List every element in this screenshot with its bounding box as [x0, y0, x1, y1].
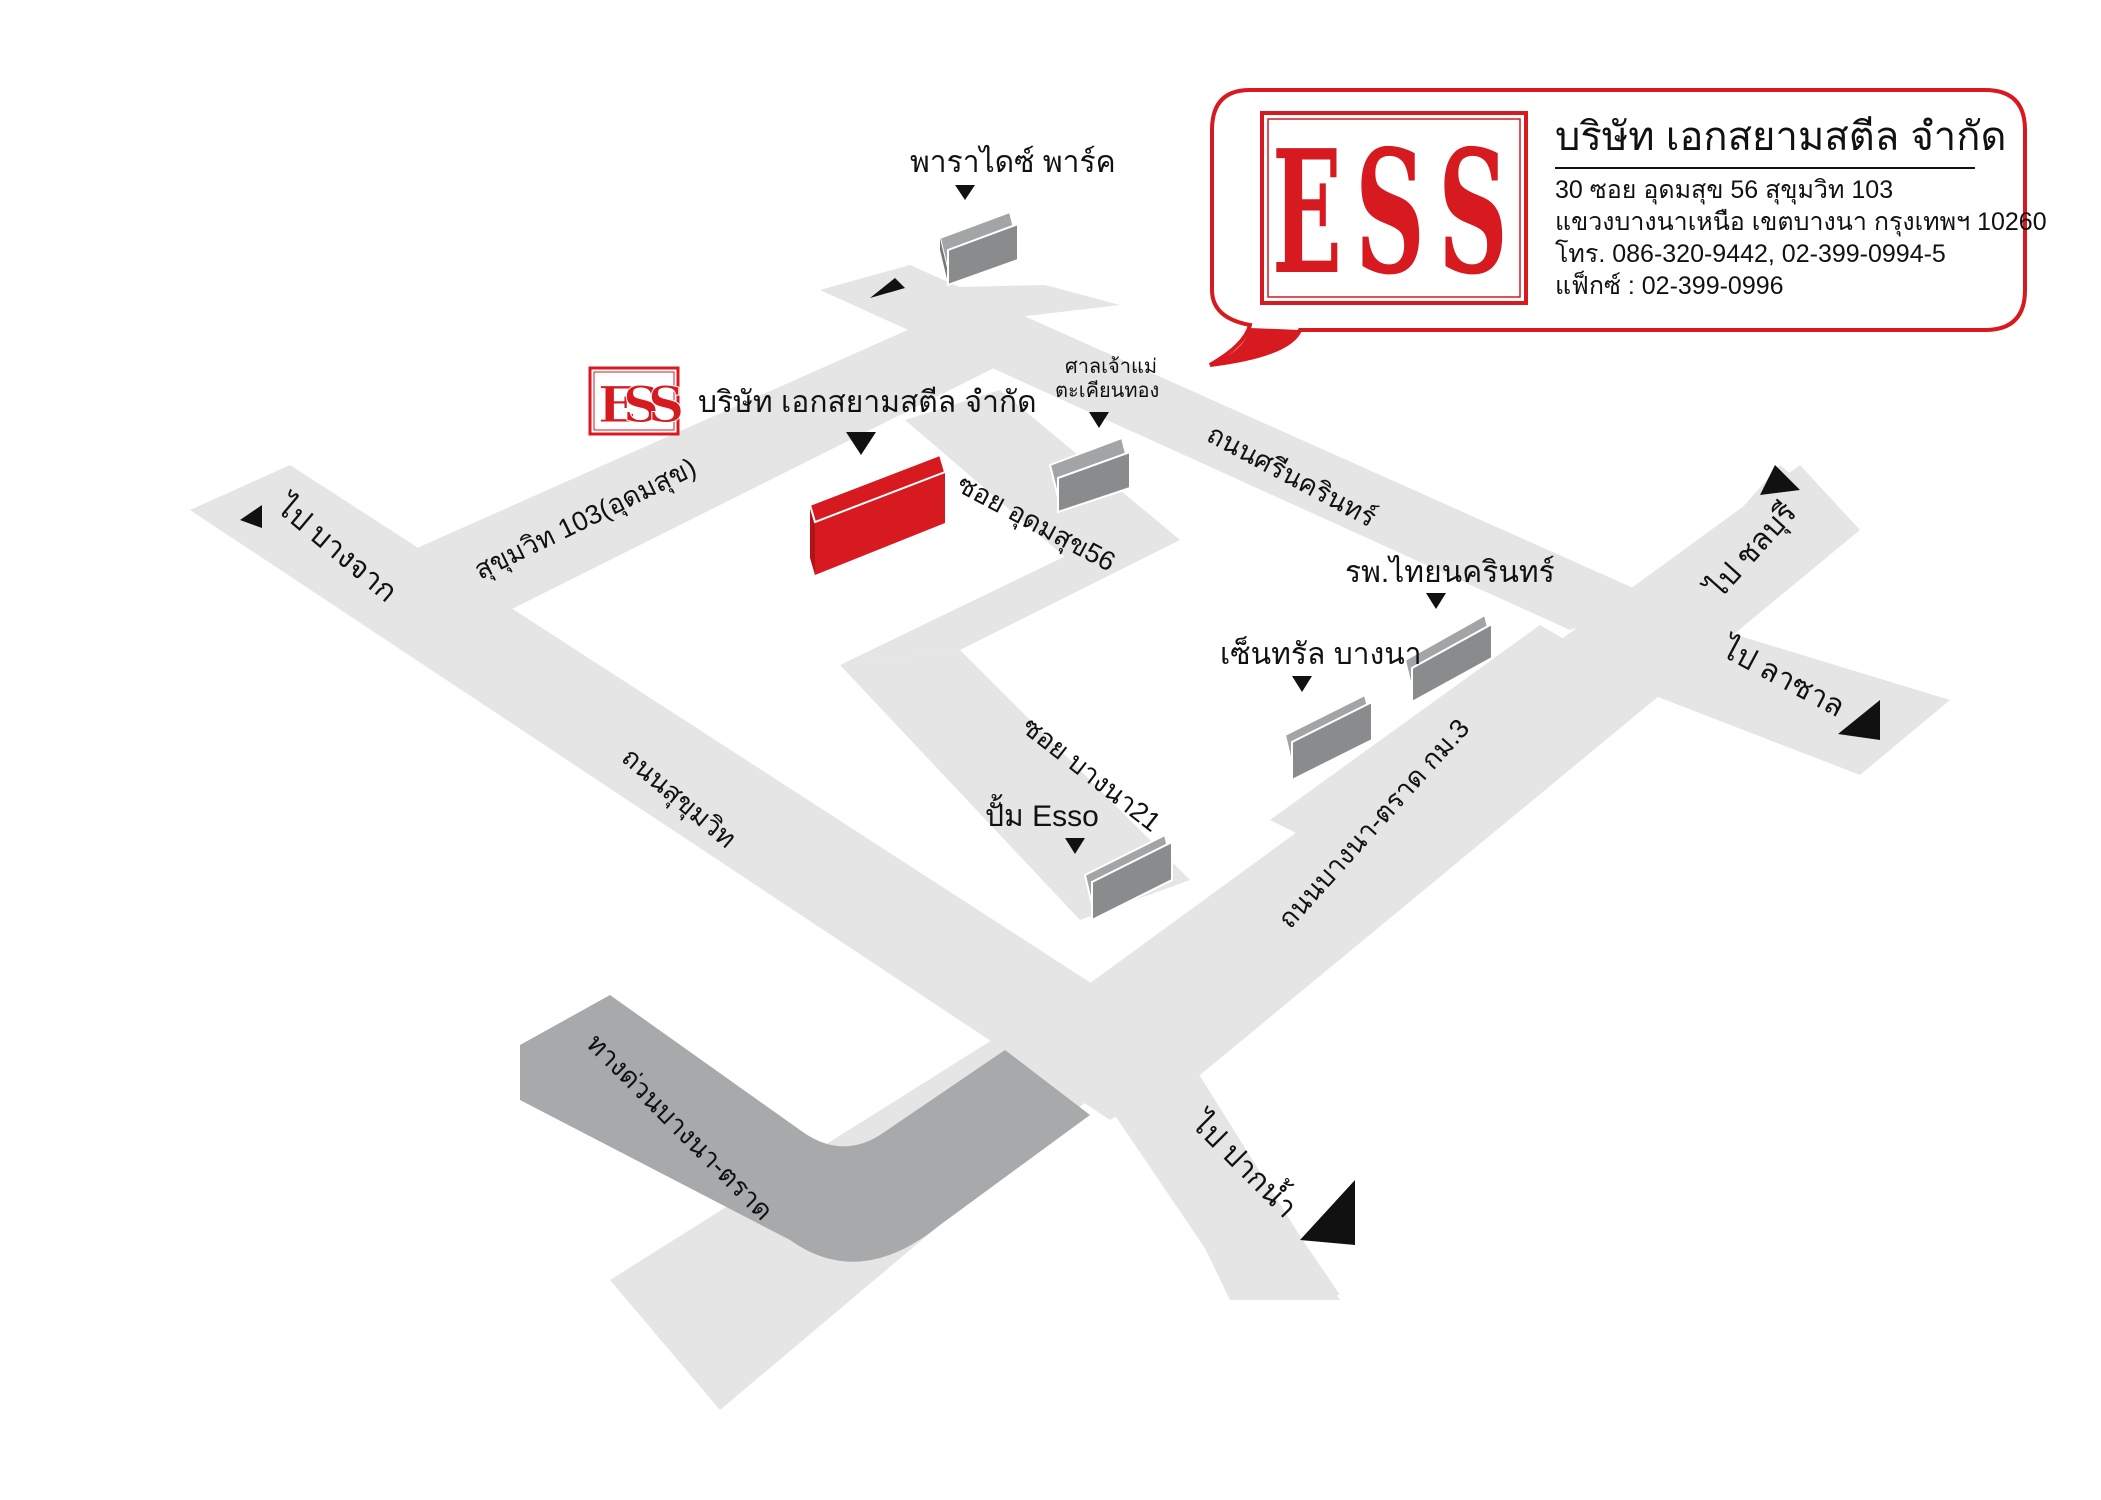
fax-line: แฟ็กซ์ : 02-399-0996	[1555, 270, 1784, 300]
direction-arrow-icon	[1838, 700, 1880, 740]
road-soi-bangna21-top	[840, 525, 1180, 665]
road-chonburi	[1700, 465, 1840, 600]
road-sukhumvit103-upper	[390, 320, 1040, 625]
road-bottom-tail	[1090, 1010, 1340, 1300]
logo-large-letter-2: S	[1355, 113, 1425, 313]
down-triangle-icon	[846, 432, 876, 455]
building-paradise-park	[938, 210, 1020, 287]
road-soi-udomsuk56	[905, 390, 1180, 570]
building-central	[1283, 693, 1374, 782]
down-triangle-icon	[955, 185, 975, 200]
buildings	[938, 210, 1494, 922]
logo-small-letter-2: S	[623, 375, 659, 434]
road-paradise-stub	[820, 285, 1120, 320]
place-labels: พาราไดซ์ พาร์ค ศาลเจ้าแม่ ตะเคียนทอง รพ.…	[698, 144, 1555, 833]
direction-arrow-icon	[240, 505, 262, 528]
label-shrine-line1: ศาลเจ้าแม่	[1065, 356, 1157, 378]
direction-arrow-icon	[1300, 1180, 1355, 1245]
road-bangna-trad	[1060, 465, 1860, 1075]
label-hospital: รพ.ไทยนครินทร์	[1345, 554, 1555, 589]
down-triangle-icon	[1292, 676, 1312, 692]
road-sukhumvit	[190, 465, 1210, 1120]
company-info-card: E S S บริษัท เอกสยามสตีล จำกัด 30 ซอย อุ…	[1209, 88, 2047, 367]
building-hospital	[1403, 613, 1494, 704]
building-shrine	[1048, 436, 1132, 514]
phone-line: โทร. 086-320-9442, 02-399-0994-5	[1555, 239, 1946, 268]
label-esso: ปั้ม Esso	[985, 794, 1099, 833]
road-srinakarin	[820, 265, 1660, 630]
logo-large-letter-1: E	[1272, 113, 1342, 313]
road-srinakarin-lower	[1270, 625, 1600, 855]
label-shrine-line2: ตะเคียนทอง	[1055, 380, 1159, 402]
address-line-1: 30 ซอย อุดมสุข 56 สุขุมวิท 103	[1555, 176, 1893, 205]
logo-small-letter-1: E	[598, 375, 636, 434]
down-triangle-icon	[1065, 838, 1085, 854]
down-triangle-icon	[1426, 593, 1446, 609]
direction-arrows	[240, 465, 1880, 1245]
direction-arrow-icon	[870, 278, 905, 298]
direction-arrow-icon	[1760, 465, 1800, 495]
building-esso	[1083, 833, 1174, 922]
road-network	[190, 265, 1950, 1410]
label-central: เซ็นทรัล บางนา	[1220, 635, 1422, 671]
label-paradise-park: พาราไดซ์ พาร์ค	[910, 144, 1116, 179]
logo-small-letter-3: S	[648, 375, 684, 434]
address-line-2: แขวงบางนาเหนือ เขตบางนา กรุงเทพฯ 10260	[1555, 208, 2047, 237]
company-name: บริษัท เอกสยามสตีล จำกัด	[1555, 115, 2006, 159]
down-triangle-icon	[1089, 412, 1109, 428]
location-markers	[846, 185, 1446, 854]
company-building	[808, 453, 947, 575]
road-soi-bangna21	[840, 650, 1190, 920]
company-logo-small: E S S	[588, 366, 685, 436]
logo-large-letter-3: S	[1438, 113, 1508, 313]
company-logo-large: E S S	[1260, 111, 1528, 313]
expressway	[520, 995, 1090, 1262]
label-company: บริษัท เอกสยามสตีล จำกัด	[698, 386, 1037, 419]
